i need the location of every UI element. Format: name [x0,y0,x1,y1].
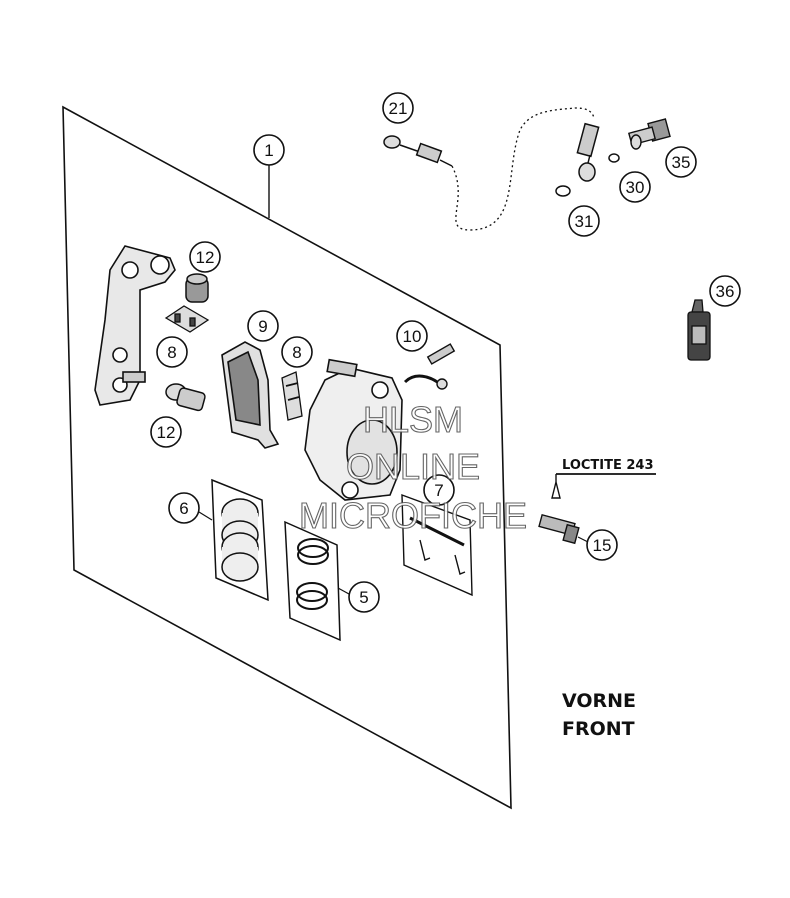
svg-text:9: 9 [258,317,267,336]
pad-spring-right [281,371,303,421]
svg-text:5: 5 [359,588,368,607]
svg-text:36: 36 [716,282,735,301]
svg-text:31: 31 [575,212,594,231]
direction-label-vorne: VORNE [562,690,636,712]
callout-7: 7 [423,474,455,506]
pin-kit [401,493,473,597]
svg-text:6: 6 [179,499,188,518]
svg-text:ONLINE: ONLINE [346,446,480,487]
callout-5: 5 [348,581,380,613]
direction-label-front: FRONT [562,718,635,740]
svg-text:12: 12 [157,423,176,442]
banjo-bolt [627,118,671,150]
seal-kit [284,520,341,642]
loctite-bottle [687,299,711,361]
caliper-bolt [538,474,580,545]
svg-text:21: 21 [389,99,408,118]
callout-10: 10 [396,320,428,352]
svg-text:1: 1 [264,141,273,160]
rubber-boot-upper [185,273,209,303]
callout-30: 30 [619,171,651,203]
callout-12-upper: 12 [189,241,221,273]
callout-15: 15 [586,529,618,561]
svg-text:MICROFICHE: MICROFICHE [299,495,527,536]
callout-31: 31 [568,205,600,237]
brake-line [383,107,600,231]
callout-12-lower: 12 [150,416,182,448]
pad-spring-left [164,305,210,333]
callout-8-left: 8 [156,336,188,368]
svg-text:15: 15 [593,536,612,555]
svg-text:30: 30 [626,178,645,197]
caliper-body [304,358,403,501]
svg-text:7: 7 [434,481,443,500]
callout-36: 36 [709,275,741,307]
callout-6: 6 [168,492,200,524]
callout-8-right: 8 [281,336,313,368]
callout-21: 21 [382,92,414,124]
loctite-label: LOCTITE 243 [562,458,654,473]
svg-text:8: 8 [167,343,176,362]
washer-30 [608,153,620,163]
watermark: HLSM ONLINE MICROFICHE [298,398,527,536]
assembly-panel [62,105,512,810]
svg-text:HLSM: HLSM [363,399,463,440]
guide-pin [165,383,206,412]
svg-text:35: 35 [672,153,691,172]
bleeder-valve [403,343,456,390]
caliper-bracket [94,245,176,406]
svg-text:8: 8 [292,343,301,362]
washer-31 [555,185,571,197]
callout-35: 35 [665,146,697,178]
callout-1: 1 [253,134,285,166]
svg-text:10: 10 [403,327,422,346]
brake-pads [221,341,280,449]
svg-text:12: 12 [196,248,215,267]
callout-9: 9 [247,310,279,342]
piston-kit [211,478,269,602]
